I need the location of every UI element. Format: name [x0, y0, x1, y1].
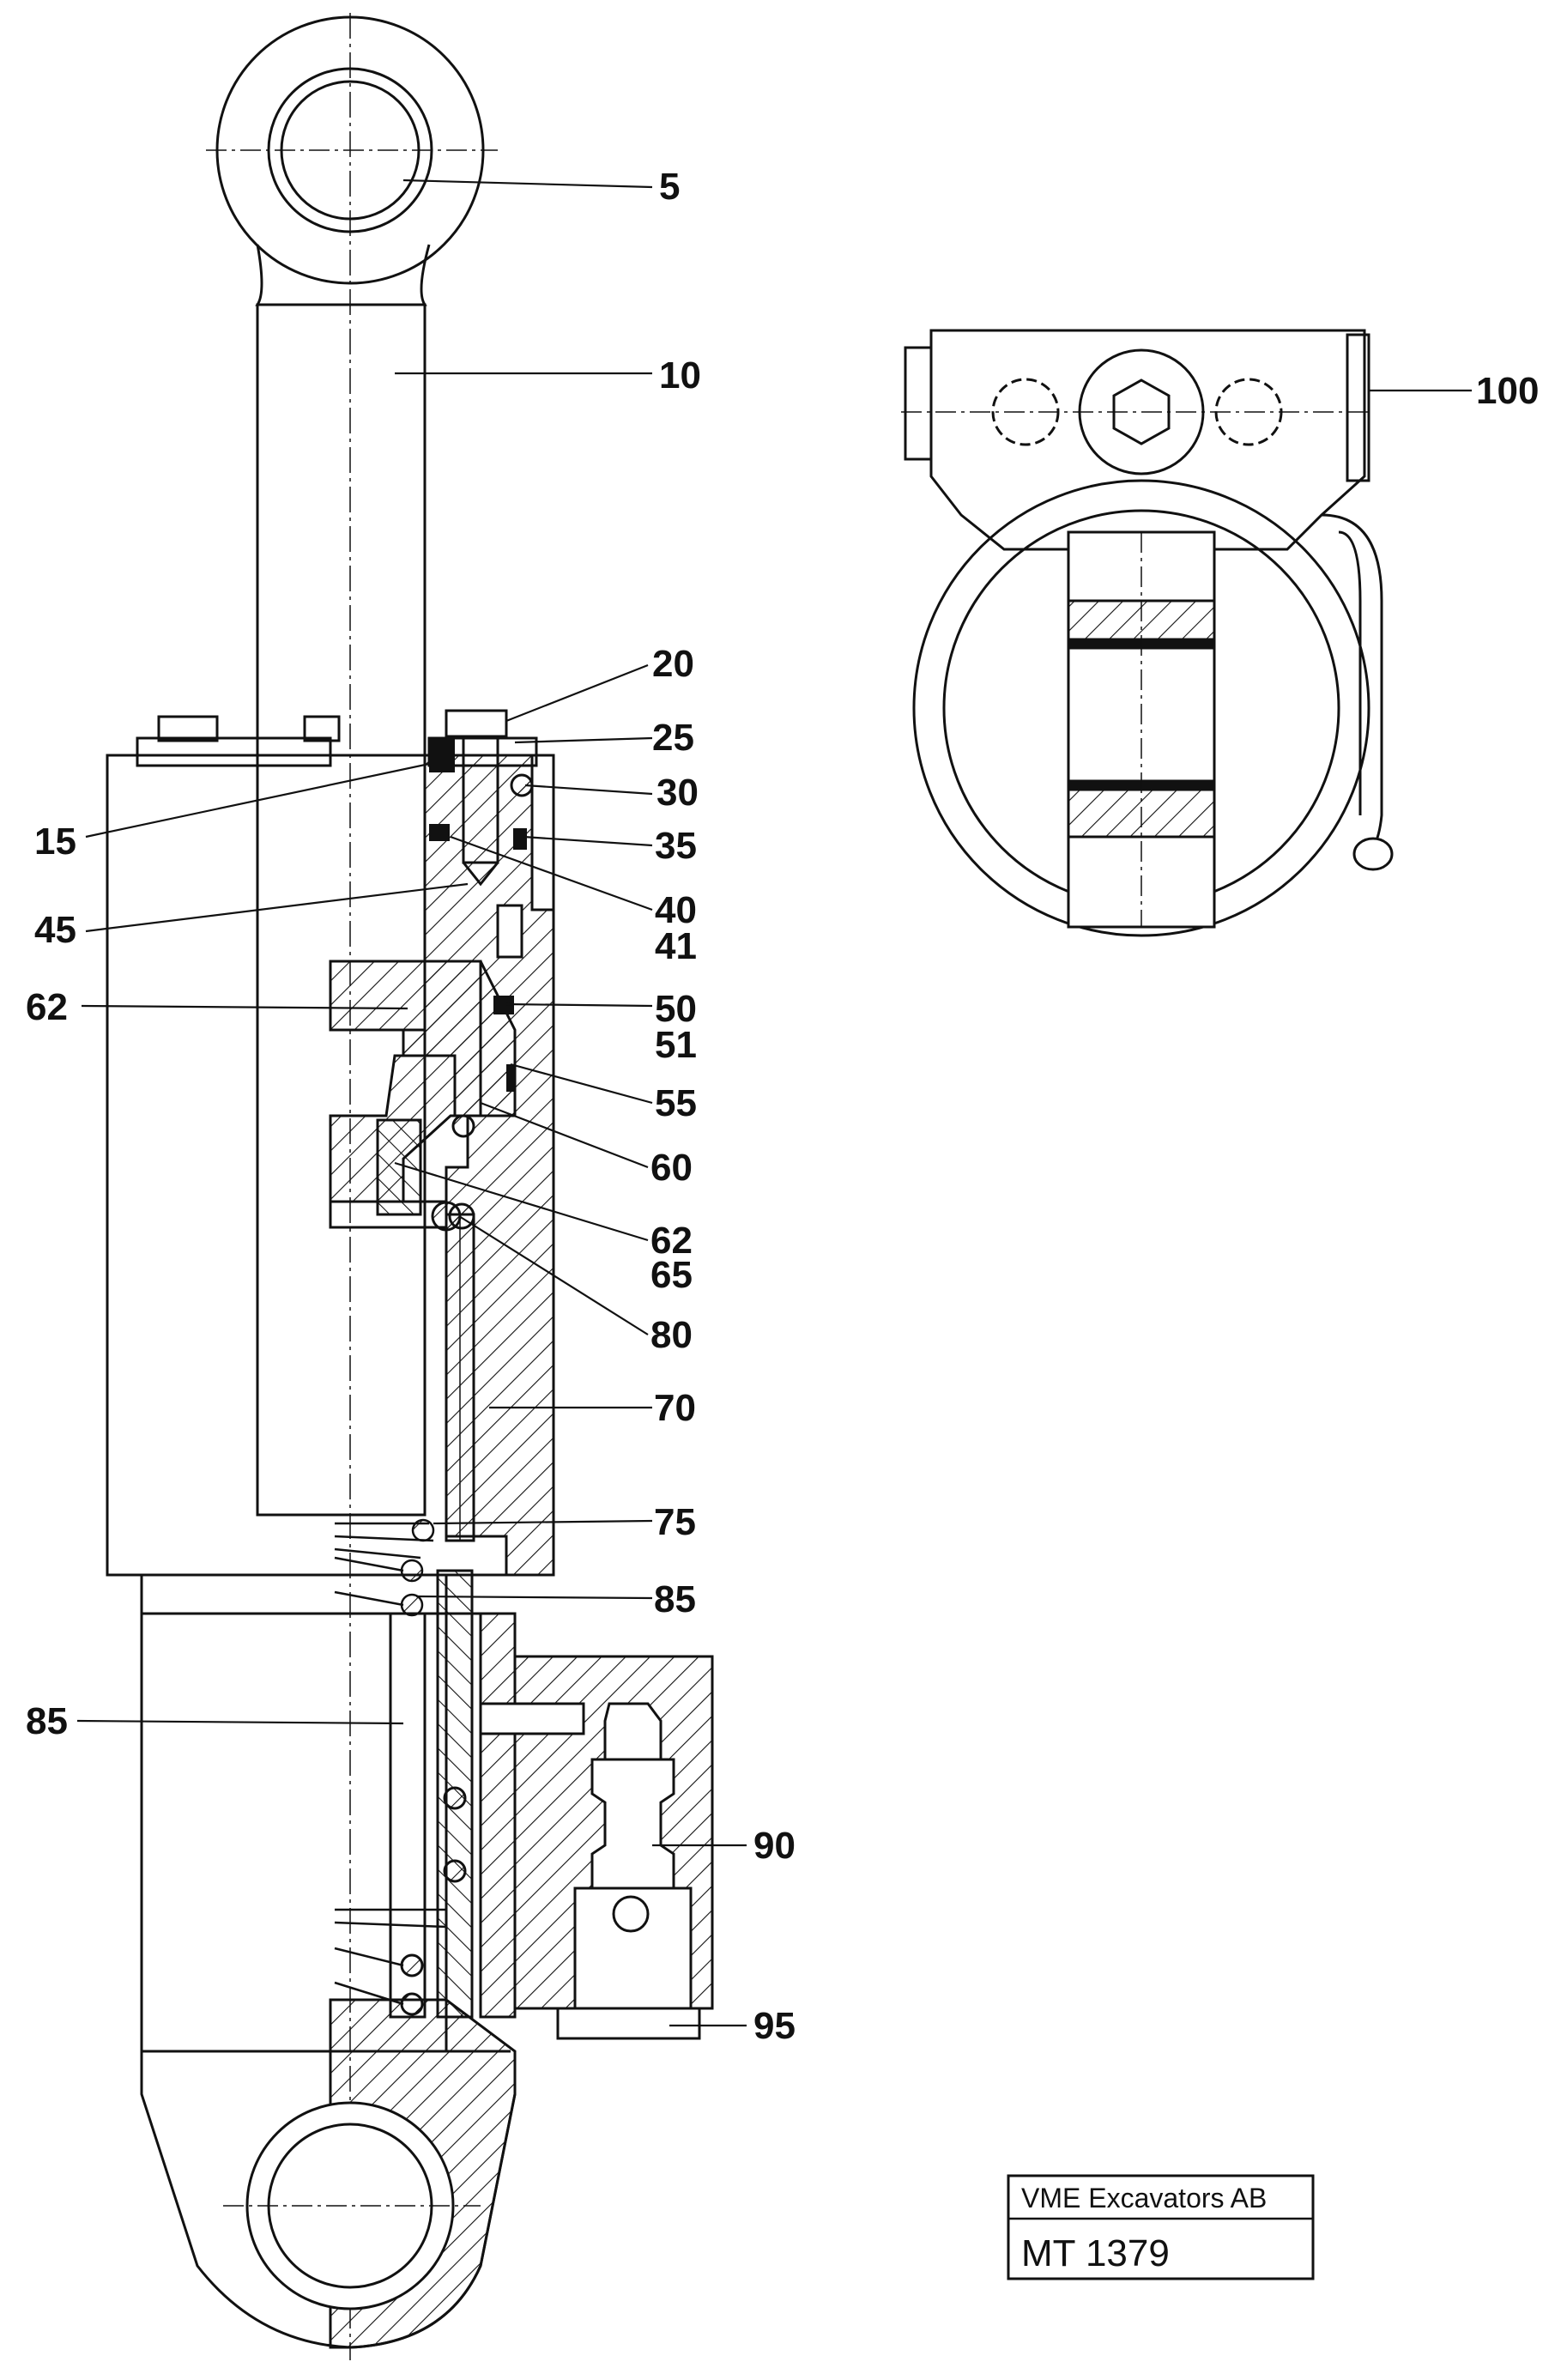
callout-30: 30 — [656, 772, 699, 814]
callout-90: 90 — [753, 1825, 796, 1867]
leader-lines — [76, 179, 1472, 2027]
callout-5: 5 — [659, 166, 680, 208]
callout-50: 50 — [655, 988, 697, 1030]
cylinder-main-view — [106, 13, 714, 2360]
callout-85-right: 85 — [654, 1578, 696, 1620]
callout-95: 95 — [753, 2005, 796, 2047]
callout-75: 75 — [654, 1501, 696, 1543]
title-block: VME Excavators AB MT 1379 — [1007, 2174, 1315, 2280]
relief-valve — [556, 1702, 701, 2040]
callout-35: 35 — [655, 825, 697, 867]
callout-45: 45 — [34, 909, 76, 951]
callout-60: 60 — [650, 1147, 693, 1189]
callout-25: 25 — [652, 717, 694, 759]
callout-20: 20 — [652, 643, 694, 685]
callout-100: 100 — [1476, 370, 1539, 412]
callout-41: 41 — [655, 925, 697, 967]
spring-upper — [334, 1518, 435, 1617]
callout-labels: 5 10 20 25 30 15 35 45 40 41 62 50 51 55… — [26, 166, 1539, 2047]
piston-rod — [256, 303, 427, 1517]
callout-85-left: 85 — [26, 1700, 68, 1742]
cylinder-head — [136, 736, 332, 767]
callout-80: 80 — [650, 1314, 693, 1356]
callout-51: 51 — [655, 1024, 697, 1066]
callout-15: 15 — [34, 821, 76, 863]
callout-40: 40 — [655, 889, 697, 931]
title-block-company: VME Excavators AB — [1021, 2183, 1267, 2213]
callout-62-right: 62 — [650, 1220, 693, 1262]
callout-62-left: 62 — [26, 986, 68, 1028]
detail-view-clamp — [901, 329, 1394, 937]
callout-70: 70 — [654, 1387, 696, 1429]
callout-65: 65 — [650, 1254, 693, 1296]
title-block-drawing-number: MT 1379 — [1021, 2232, 1170, 2274]
callout-10: 10 — [659, 354, 701, 397]
callout-55: 55 — [655, 1082, 697, 1124]
